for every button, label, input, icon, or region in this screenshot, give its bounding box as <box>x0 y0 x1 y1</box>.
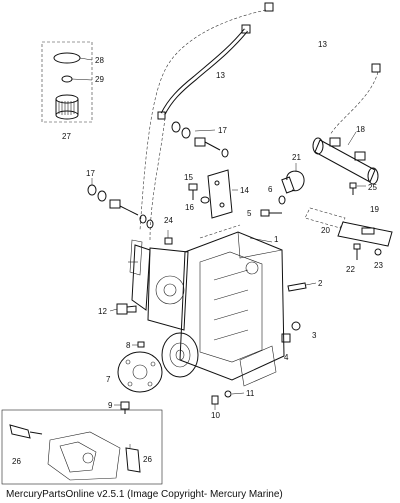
filter-element-27 <box>55 94 79 120</box>
bearing-cover <box>161 332 199 378</box>
callout-3: 3 <box>312 331 317 340</box>
plug-24 <box>164 230 173 245</box>
callout-24: 24 <box>164 216 173 225</box>
callout-13-upper: 13 <box>318 40 327 49</box>
callout-29: 29 <box>95 75 104 84</box>
callout-20: 20 <box>321 226 330 235</box>
nut-23 <box>374 248 382 256</box>
callout-21: 21 <box>292 153 301 162</box>
callout-10: 10 <box>211 411 220 420</box>
bolt-15 <box>188 183 198 200</box>
bolt-5 <box>260 209 282 217</box>
callout-1: 1 <box>274 235 279 244</box>
washer-16 <box>200 196 210 204</box>
bolt-22 <box>353 243 361 260</box>
callout-13-lower: 13 <box>216 71 225 80</box>
oil-cooler-18 <box>312 131 379 185</box>
plug-10 <box>211 395 219 410</box>
callout-14: 14 <box>240 186 249 195</box>
cooler-hose-lower <box>157 24 251 120</box>
washer-29 <box>61 75 73 83</box>
callout-23: 23 <box>374 261 383 270</box>
plate-20 <box>304 207 346 229</box>
screw-11 <box>224 390 245 398</box>
washer-6 <box>278 195 286 205</box>
callout-26-left: 26 <box>12 457 21 466</box>
screw-25 <box>349 182 366 195</box>
callout-15: 15 <box>184 173 193 182</box>
callout-17-upper: 17 <box>218 126 227 135</box>
inset-detail-box <box>1 409 163 485</box>
callout-26-right: 26 <box>143 455 152 464</box>
filter-kit-group <box>41 41 93 123</box>
cooler-hose-upper <box>264 2 381 73</box>
callout-19: 19 <box>370 205 379 214</box>
hose-routing-path <box>139 9 267 231</box>
washer-3 <box>291 321 301 331</box>
callout-28: 28 <box>95 56 104 65</box>
callout-17-left: 17 <box>86 169 95 178</box>
callout-2: 2 <box>318 279 323 288</box>
callout-5: 5 <box>247 209 252 218</box>
fitting-set-17-upper <box>171 121 229 158</box>
callout-27: 27 <box>62 132 71 141</box>
callout-8: 8 <box>126 341 131 350</box>
image-caption: MercuryPartsOnline v2.5.1 (Image Copyrig… <box>6 489 283 500</box>
callout-22: 22 <box>346 265 355 274</box>
transmission-housing-1 <box>128 224 285 387</box>
callout-7: 7 <box>106 375 111 384</box>
bolt-9 <box>114 401 130 414</box>
callout-9: 9 <box>108 401 113 410</box>
o-ring-28 <box>53 52 81 64</box>
bracket-14 <box>207 169 238 219</box>
callout-12: 12 <box>98 307 107 316</box>
callout-11: 11 <box>246 389 255 398</box>
callout-18: 18 <box>356 125 365 134</box>
callout-16: 16 <box>185 203 194 212</box>
plug-4 <box>281 333 291 343</box>
output-flange-7 <box>117 351 163 393</box>
sensor-12 <box>109 303 137 315</box>
dowel-pin-2 <box>287 282 317 292</box>
callout-25: 25 <box>368 183 377 192</box>
callout-6: 6 <box>268 185 273 194</box>
callout-4: 4 <box>284 353 289 362</box>
screw-8 <box>132 341 145 348</box>
plate-19 <box>337 221 393 247</box>
fitting-set-17-left <box>87 178 154 229</box>
clamp-21 <box>281 163 305 194</box>
